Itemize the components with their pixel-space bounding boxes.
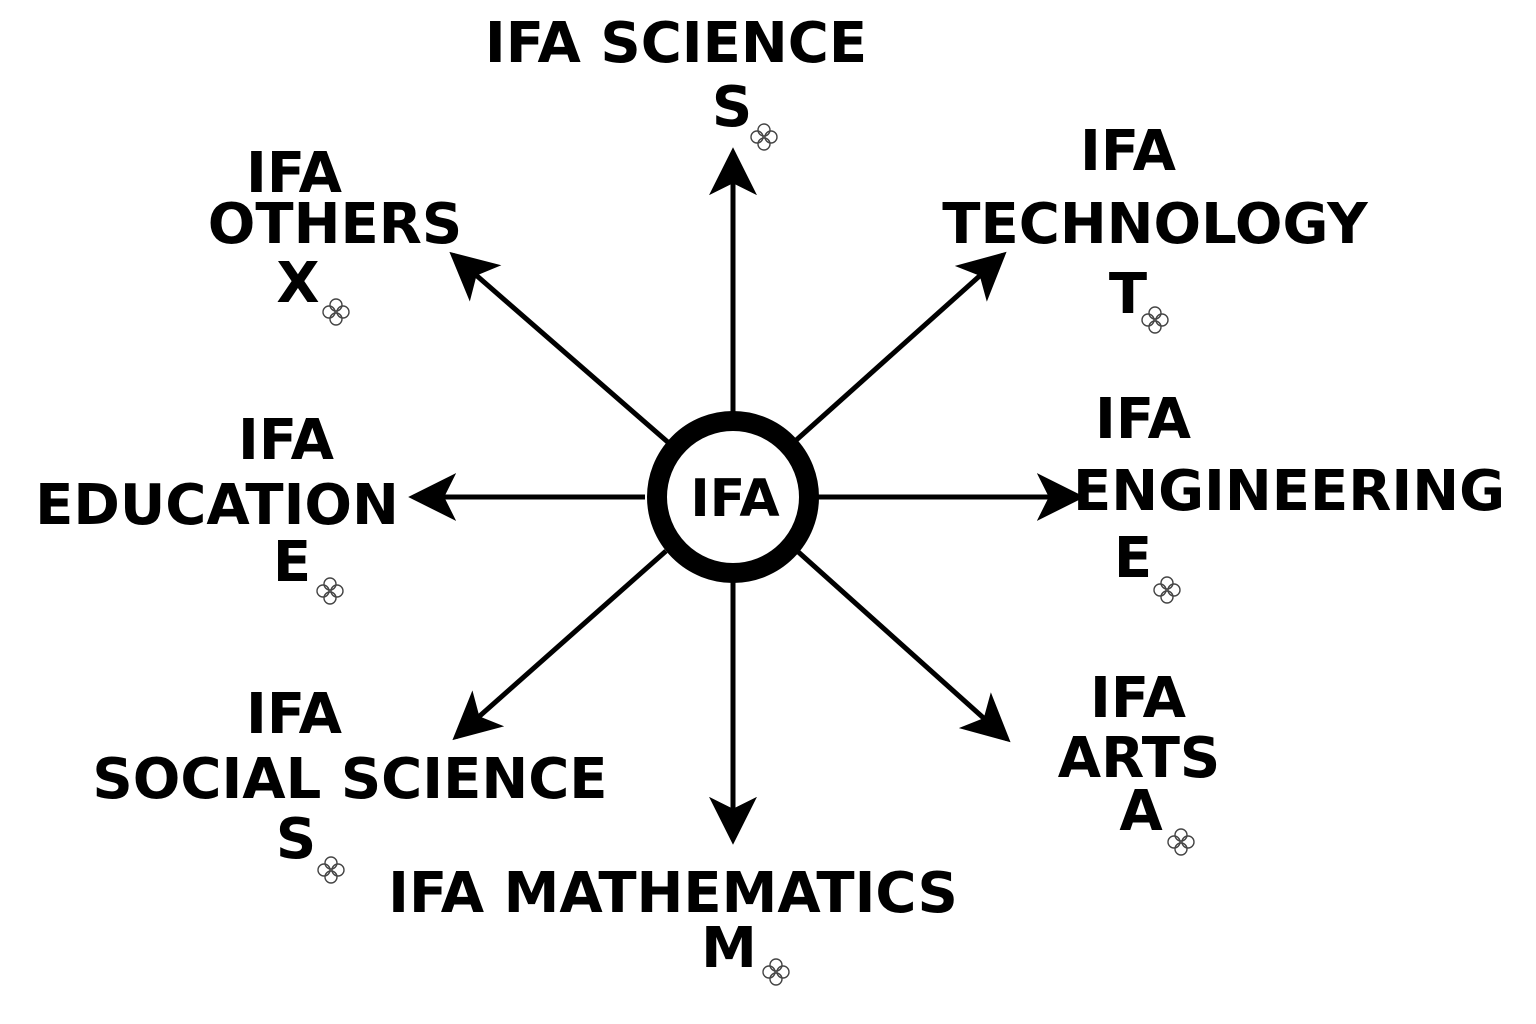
flower-mark-social-science-icon xyxy=(317,856,345,884)
branch-mathematics: IFA MATHEMATICS M xyxy=(388,861,958,981)
flower-mark-others-icon xyxy=(322,298,350,326)
branch-social-science-title: SOCIAL SCIENCE xyxy=(92,747,607,812)
branch-education-title: EDUCATION xyxy=(35,473,399,538)
branch-technology-title: TECHNOLOGY xyxy=(942,192,1369,257)
flower-mark-education-icon xyxy=(316,577,344,605)
spoke-social-science xyxy=(452,549,668,741)
branch-others: IFA OTHERS X xyxy=(208,141,462,316)
branch-education-letter: E xyxy=(273,530,311,595)
branch-education-prefix: IFA xyxy=(238,408,335,473)
hub-label: IFA xyxy=(690,469,779,529)
branch-engineering-prefix: IFA xyxy=(1095,387,1192,452)
branch-arts-letter: A xyxy=(1119,779,1163,844)
hub: IFA xyxy=(647,411,819,583)
flower-marks xyxy=(316,123,1195,986)
spoke-others xyxy=(449,251,672,446)
branch-engineering-title: ENGINEERING xyxy=(1073,459,1505,524)
branch-engineering-letter: E xyxy=(1114,526,1152,591)
branch-social-science: IFA SOCIAL SCIENCE S xyxy=(92,682,607,872)
spoke-technology xyxy=(791,251,1007,445)
branch-engineering: IFA ENGINEERING E xyxy=(1073,387,1505,591)
branch-technology: IFA TECHNOLOGY T xyxy=(942,119,1369,327)
spoke-arts xyxy=(793,547,1011,743)
branch-science-title: IFA SCIENCE xyxy=(485,11,867,76)
flower-mark-science-icon xyxy=(750,123,778,151)
flower-mark-technology-icon xyxy=(1141,306,1169,334)
branch-mathematics-letter: M xyxy=(701,916,757,981)
branch-mathematics-title: IFA MATHEMATICS xyxy=(388,861,958,926)
branch-technology-letter: T xyxy=(1109,262,1147,327)
hub-ring xyxy=(647,411,819,583)
branch-arts-prefix: IFA xyxy=(1090,666,1187,731)
flower-mark-engineering-icon xyxy=(1153,576,1181,604)
branch-others-prefix: IFA xyxy=(246,141,343,206)
spokes xyxy=(408,147,1085,845)
branch-science: IFA SCIENCE S xyxy=(485,11,867,140)
branch-others-letter: X xyxy=(276,251,319,316)
branch-social-science-prefix: IFA xyxy=(246,682,343,747)
branch-education: IFA EDUCATION E xyxy=(35,408,399,595)
flower-mark-arts-icon xyxy=(1167,828,1195,856)
branch-arts: IFA ARTS A xyxy=(1058,666,1220,844)
branch-social-science-letter: S xyxy=(276,807,316,872)
branch-science-letter: S xyxy=(712,75,752,140)
branch-others-title: OTHERS xyxy=(208,192,462,257)
branch-arts-title: ARTS xyxy=(1058,726,1220,791)
flower-mark-mathematics-icon xyxy=(762,958,790,986)
branch-technology-prefix: IFA xyxy=(1080,119,1177,184)
